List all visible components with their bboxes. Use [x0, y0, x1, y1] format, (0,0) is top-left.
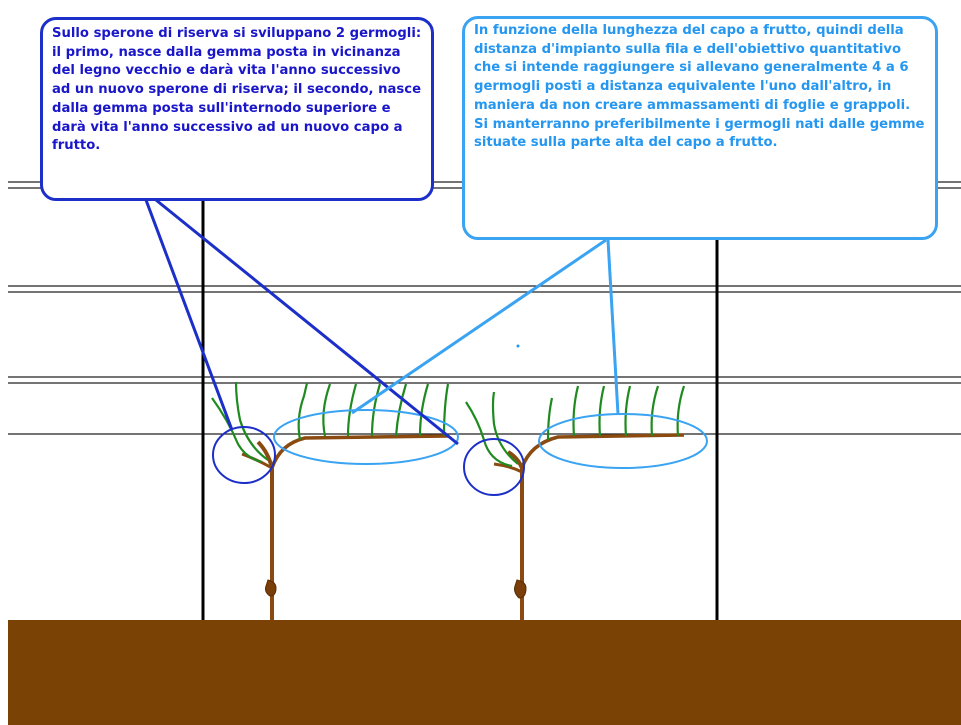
- right-callout-pointer: [351, 238, 620, 415]
- spur-highlight-left: [212, 426, 276, 484]
- left-callout-pointer: [144, 198, 459, 446]
- shoots-right: [465, 385, 686, 468]
- wire-third: [8, 376, 961, 384]
- shoots-left: [211, 381, 450, 464]
- wire-second: [8, 285, 961, 293]
- highlights: [212, 409, 708, 496]
- trunk-knot-right: [514, 579, 527, 599]
- trunk-knot-left: [265, 579, 277, 597]
- vine-right: [465, 385, 686, 620]
- spur-right: [493, 462, 523, 474]
- stray-dot: [516, 344, 520, 348]
- vine-left: [211, 381, 450, 620]
- cane-highlight-left: [273, 409, 459, 465]
- spur-highlight-right: [463, 438, 525, 496]
- callout-cane-explanation: In funzione della lunghezza del capo a f…: [462, 16, 938, 240]
- cane-highlight-right: [538, 413, 708, 469]
- soil: [8, 620, 961, 725]
- callout-spur-explanation: Sullo sperone di riserva si sviluppano 2…: [40, 17, 434, 201]
